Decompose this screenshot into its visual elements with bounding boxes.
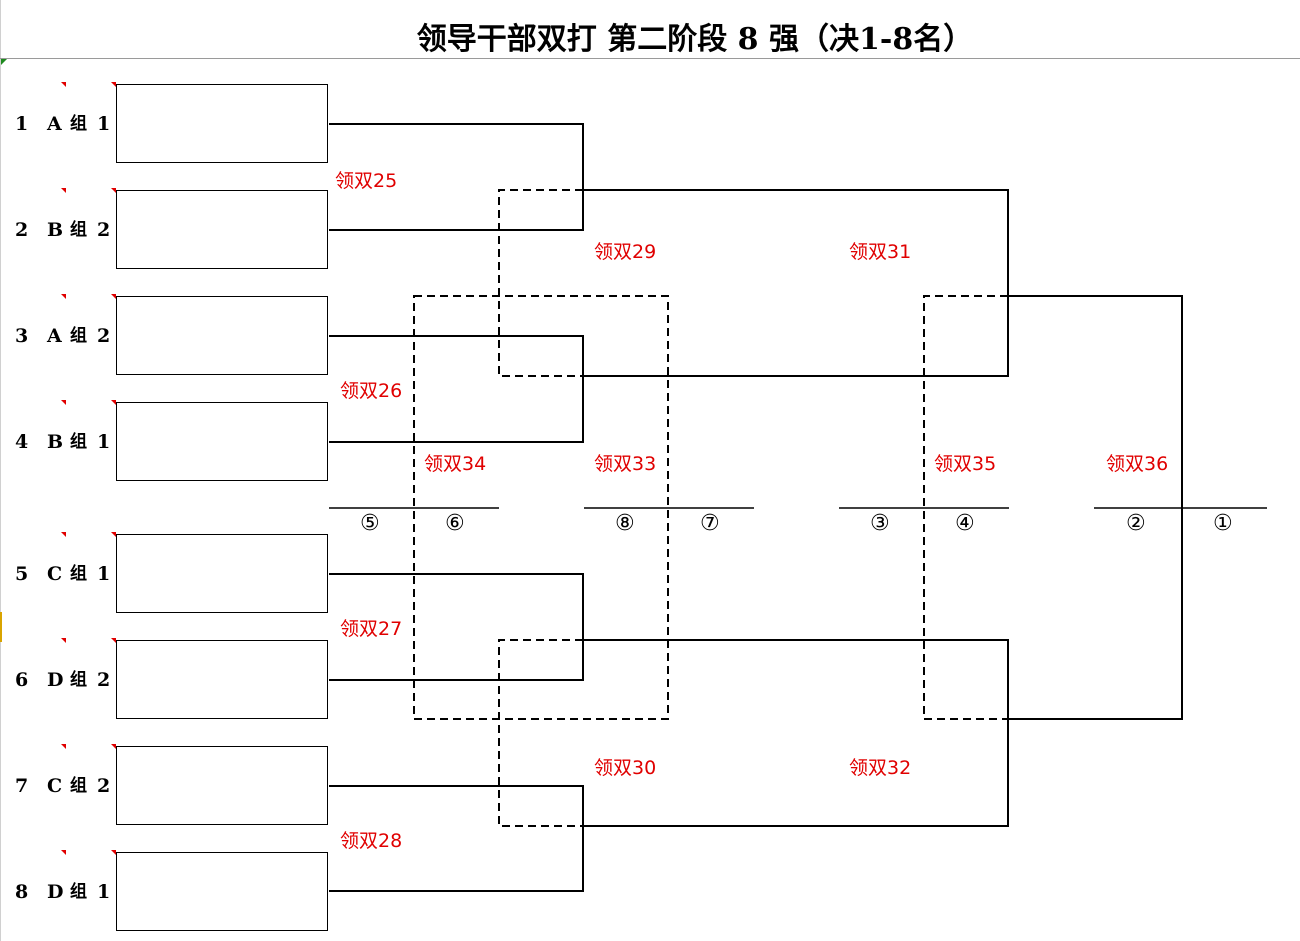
bracket-dashed-m35 <box>923 295 1008 720</box>
seed-group: D <box>47 669 64 691</box>
place-label-8: ⑧ <box>615 511 635 536</box>
player-entry-box[interactable] <box>116 746 328 825</box>
seed-group-suffix: 组 <box>70 114 87 134</box>
player-entry-box[interactable] <box>116 402 328 481</box>
place-label-4: ④ <box>955 511 975 536</box>
comment-marker <box>61 532 66 537</box>
bracket-line-m28 <box>329 785 584 892</box>
player-entry-box[interactable] <box>116 296 328 375</box>
comment-marker <box>111 400 116 405</box>
comment-marker <box>111 850 116 855</box>
seed-row-1: 1 A 组 1 <box>0 82 340 164</box>
bracket-line-m26 <box>329 335 584 443</box>
match-label-34: 领双34 <box>424 453 487 475</box>
seed-row-8: 8 D 组 1 <box>0 850 340 932</box>
match-label-31: 领双31 <box>849 241 912 263</box>
match-label-36: 领双36 <box>1106 453 1169 475</box>
comment-marker <box>111 744 116 749</box>
bracket-line-m32 <box>583 639 1009 827</box>
match-label-32: 领双32 <box>849 757 912 779</box>
place-label-7: ⑦ <box>700 511 720 536</box>
seed-rank: 1 <box>97 431 111 453</box>
bracket-dashed-m30 <box>498 639 583 827</box>
left-edge-marker <box>0 612 2 642</box>
seed-rank: 1 <box>97 881 111 903</box>
bracket-line-m25 <box>329 123 584 231</box>
comment-marker <box>111 638 116 643</box>
seed-group: A <box>47 325 62 347</box>
seed-rank: 2 <box>97 219 111 241</box>
player-entry-box[interactable] <box>116 84 328 163</box>
match-label-29: 领双29 <box>594 241 657 263</box>
seed-group-suffix: 组 <box>70 882 87 902</box>
place-label-5: ⑤ <box>360 511 380 536</box>
player-entry-box[interactable] <box>116 640 328 719</box>
bracket-line-m27 <box>329 573 584 681</box>
seed-group: C <box>47 775 63 797</box>
comment-marker <box>61 400 66 405</box>
cell-corner-marker <box>1 59 7 65</box>
place-label-3: ③ <box>870 511 890 536</box>
seed-number: 4 <box>15 431 29 453</box>
seed-number: 8 <box>15 881 29 903</box>
bracket-line-m31 <box>583 189 1009 377</box>
seed-row-7: 7 C 组 2 <box>0 744 340 826</box>
seed-group: B <box>47 219 64 241</box>
seed-group-suffix: 组 <box>70 776 87 796</box>
match-label-28: 领双28 <box>340 830 403 852</box>
seed-group-suffix: 组 <box>70 432 87 452</box>
seed-group-suffix: 组 <box>70 564 87 584</box>
comment-marker <box>61 850 66 855</box>
comment-marker <box>111 294 116 299</box>
comment-marker <box>61 188 66 193</box>
comment-marker <box>61 294 66 299</box>
comment-marker <box>61 638 66 643</box>
seed-number: 7 <box>15 775 29 797</box>
sheet-left-edge <box>0 0 1 941</box>
seed-row-2: 2 B 组 2 <box>0 188 340 270</box>
seed-group-suffix: 组 <box>70 326 87 346</box>
seed-row-4: 4 B 组 1 <box>0 400 340 482</box>
match-label-25: 领双25 <box>335 170 398 192</box>
seed-rank: 2 <box>97 775 111 797</box>
comment-marker <box>61 744 66 749</box>
seed-rank: 1 <box>97 563 111 585</box>
bracket-dashed-m29 <box>498 189 583 377</box>
seed-row-6: 6 D 组 2 <box>0 638 340 720</box>
place-label-2: ② <box>1126 511 1146 536</box>
seed-group: D <box>47 881 64 903</box>
seed-row-3: 3 A 组 2 <box>0 294 340 376</box>
player-entry-box[interactable] <box>116 534 328 613</box>
match-label-30: 领双30 <box>594 757 657 779</box>
seed-group: B <box>47 431 64 453</box>
player-entry-box[interactable] <box>116 852 328 931</box>
comment-marker <box>111 82 116 87</box>
seed-rank: 1 <box>97 113 111 135</box>
title-divider <box>0 58 1300 59</box>
seed-row-5: 5 C 组 1 <box>0 532 340 614</box>
seed-rank: 2 <box>97 325 111 347</box>
comment-marker <box>111 532 116 537</box>
seed-group: A <box>47 113 62 135</box>
match-label-33: 领双33 <box>594 453 657 475</box>
seed-number: 2 <box>15 219 29 241</box>
match-label-27: 领双27 <box>340 618 403 640</box>
seed-group-suffix: 组 <box>70 220 87 240</box>
comment-marker <box>111 188 116 193</box>
comment-marker <box>61 82 66 87</box>
seed-number: 5 <box>15 563 29 585</box>
seed-number: 6 <box>15 669 29 691</box>
match-label-35: 领双35 <box>934 453 997 475</box>
seed-number: 1 <box>15 113 29 135</box>
place-label-1: ① <box>1213 511 1233 536</box>
seed-group-suffix: 组 <box>70 670 87 690</box>
seed-group: C <box>47 563 63 585</box>
place-label-6: ⑥ <box>445 511 465 536</box>
match-label-26: 领双26 <box>340 380 403 402</box>
seed-rank: 2 <box>97 669 111 691</box>
page-title: 领导干部双打 第二阶段 8 强（决1-8名） <box>416 22 974 57</box>
player-entry-box[interactable] <box>116 190 328 269</box>
seed-number: 3 <box>15 325 29 347</box>
